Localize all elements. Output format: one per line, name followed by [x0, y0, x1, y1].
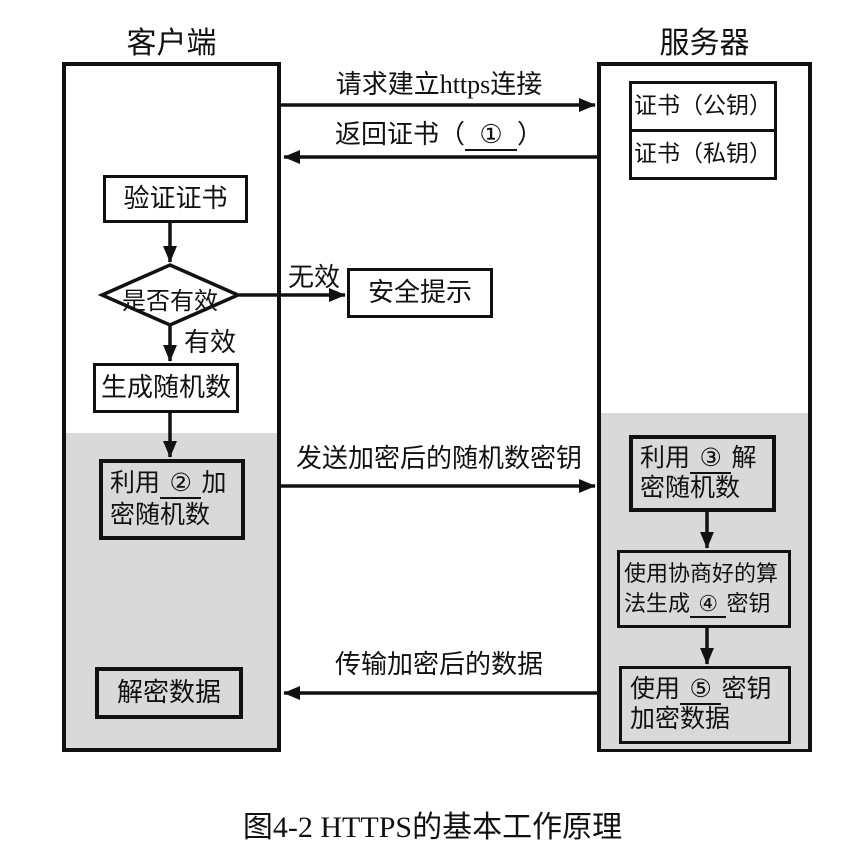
valid-branch-label: 有效	[183, 328, 236, 357]
decision-diamond-label: 是否有效	[122, 289, 218, 315]
blank-5: ⑤	[680, 676, 722, 705]
invalid-branch-label: 无效	[287, 263, 340, 292]
message-send-key-label: 发送加密后的随机数密钥	[295, 444, 582, 473]
verify-cert-box: 验证证书	[103, 175, 248, 223]
blank-4: ④	[690, 591, 727, 618]
return-cert-pre: 返回证书（	[335, 120, 466, 149]
server-column-title: 服务器	[659, 27, 750, 60]
return-cert-post: ）	[516, 120, 543, 149]
client-column-title: 客户端	[126, 27, 217, 60]
figure-caption: 图4-2 HTTPS的基本工作原理	[242, 811, 623, 844]
message-request-https-label: 请求建立https连接	[335, 70, 543, 99]
blank-2: ②	[160, 470, 202, 500]
blank-3: ③	[690, 444, 732, 474]
safety-alert-box: 安全提示	[347, 268, 493, 318]
generate-random-box: 生成随机数	[93, 363, 239, 413]
message-transfer-data-label: 传输加密后的数据	[334, 650, 543, 679]
message-return-cert-label: 返回证书（①）	[283, 120, 595, 151]
return-cert-blank: ①	[465, 120, 517, 151]
cert-private-box: 证书（私钥）	[629, 129, 777, 180]
decrypt-data-box: 解密数据	[95, 667, 243, 719]
cert-public-box: 证书（公钥）	[629, 81, 777, 132]
